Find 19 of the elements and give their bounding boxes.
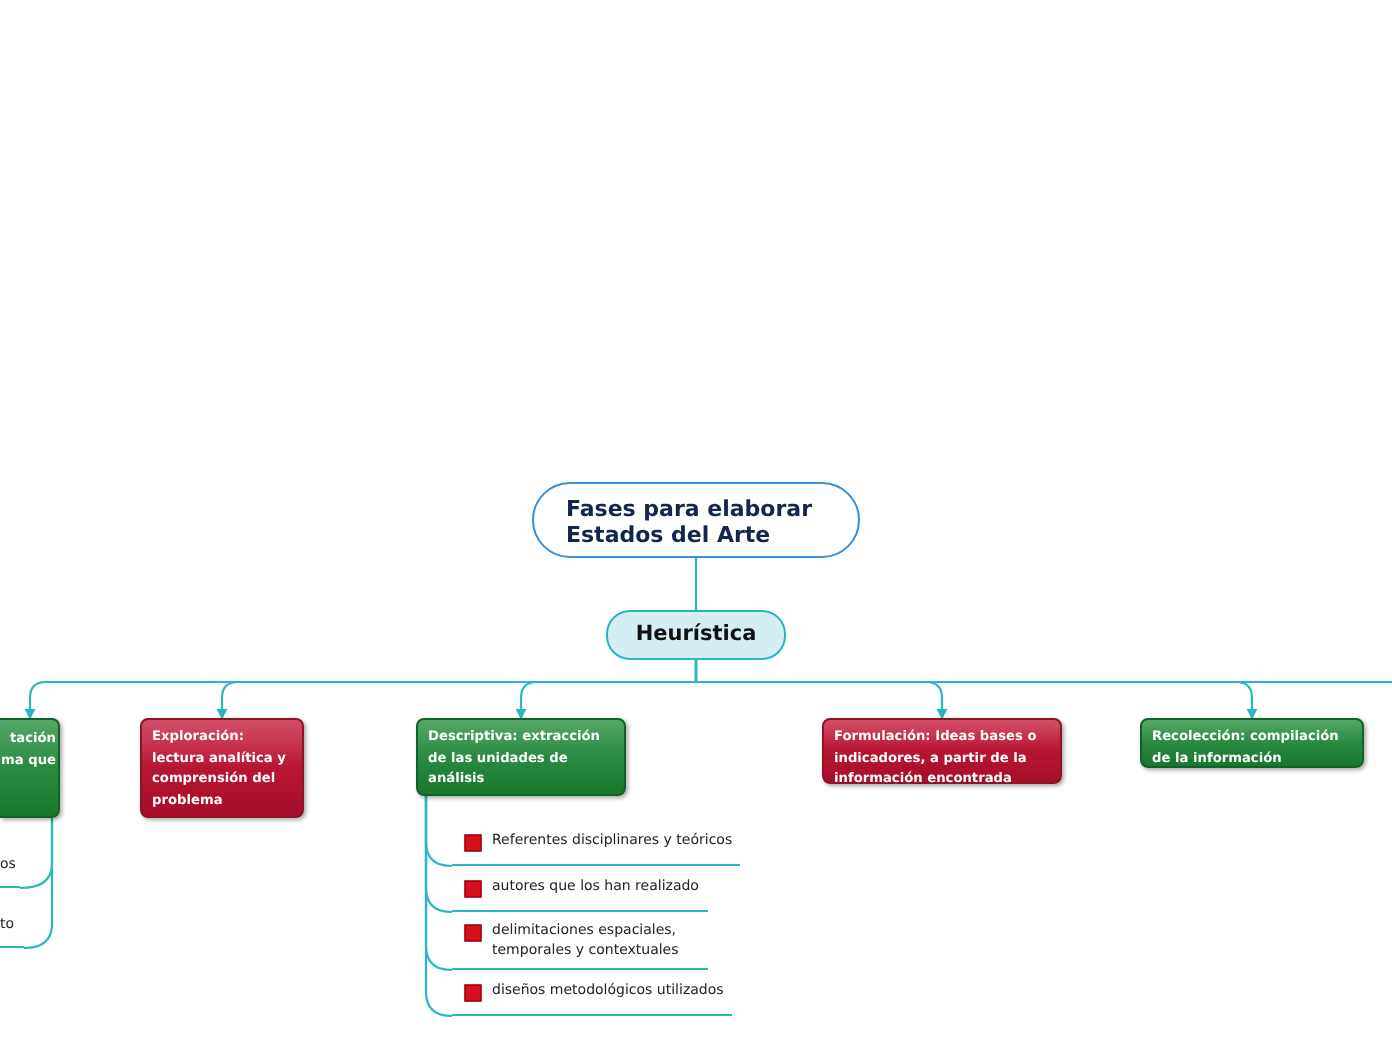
list-item <box>452 878 708 912</box>
node-text: Heurística <box>633 620 759 650</box>
topic-node <box>606 610 786 660</box>
list-item <box>0 856 20 888</box>
list-item <box>0 916 24 948</box>
title-node <box>532 482 860 558</box>
connector-line <box>23 818 54 950</box>
connector-line <box>424 796 453 1018</box>
phase-box <box>0 718 60 818</box>
phase-box <box>1140 718 1364 768</box>
list-item <box>452 922 708 970</box>
phase-box <box>822 718 1062 784</box>
list-item <box>452 832 740 866</box>
node-text: Fases para elaborar Estados del Arte <box>566 496 815 548</box>
list-item <box>452 982 732 1016</box>
phase-box <box>140 718 304 818</box>
phase-box <box>416 718 626 796</box>
connector-line <box>694 558 698 610</box>
connector-line <box>694 660 1392 684</box>
